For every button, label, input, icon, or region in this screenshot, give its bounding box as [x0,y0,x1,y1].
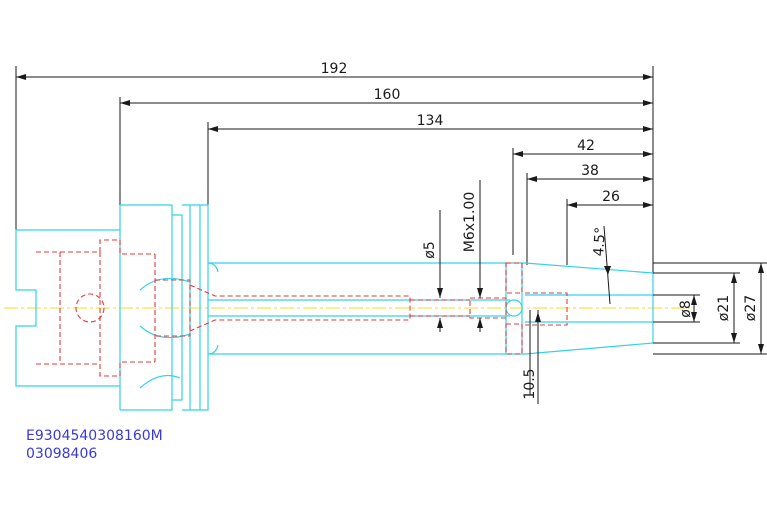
dim-nose-dia: ø21 [653,272,740,344]
dim-38: 38 [526,163,653,265]
dim-26: 26 [566,189,653,265]
dim-192: 192 [15,61,653,230]
dim-cross-hole-dia-text: ø5 [422,241,438,258]
dim-taper-angle: 4.5° [591,225,611,305]
dim-shank-dia: ø27 [653,262,767,355]
hidden-lines [36,239,568,377]
dim-shank-dia-text: ø27 [743,295,759,321]
dim-160-text: 160 [374,87,401,103]
dim-26-text: 26 [602,189,620,205]
dim-thread-text: M6x1.00 [462,192,478,252]
dim-thread: M6x1.00 [462,180,483,332]
part-code: E9304540308160M [26,428,163,444]
part-number: 03098406 [26,446,98,462]
dim-nose-dia-text: ø21 [716,295,732,321]
dim-taper-angle-text: 4.5° [591,227,609,257]
dim-38-text: 38 [581,163,599,179]
dim-192-text: 192 [321,61,348,77]
dim-134: 134 [207,113,653,205]
dim-160: 160 [119,87,653,205]
dim-134-text: 134 [417,113,444,129]
dim-bore-dia-text: ø8 [678,300,694,317]
dim-offset-text: 10.5 [522,368,538,399]
dim-bore-dia: ø8 [653,294,700,323]
dim-42-text: 42 [577,138,595,154]
dim-42: 42 [512,138,653,255]
dim-offset: 10.5 [522,310,541,404]
dim-cross-hole-dia: ø5 [422,210,443,332]
